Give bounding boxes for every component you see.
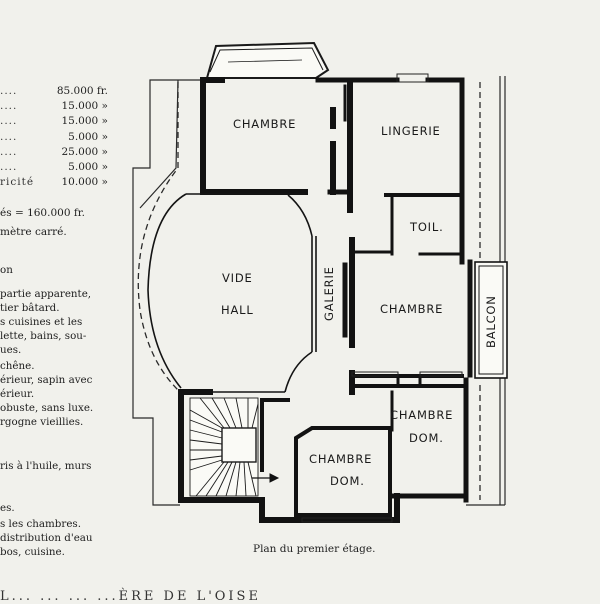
room-label-vide: VIDE	[222, 271, 253, 285]
spec-line: érieur.	[0, 388, 35, 400]
cost-list: ....85.000 fr. ....15.000 » ....15.000 »…	[0, 84, 108, 190]
room-label-chambre: CHAMBRE	[233, 117, 296, 131]
spec-line: chêne.	[0, 360, 35, 372]
spec-line: érieur, sapin avec	[0, 374, 93, 386]
spec-line: ues.	[0, 344, 22, 356]
spec-line: on	[0, 264, 13, 276]
staircase	[189, 397, 259, 497]
room-label-balcon: BALCON	[484, 295, 498, 348]
spec-line: bos, cuisine.	[0, 546, 65, 558]
room-label-galerie: GALERIE	[322, 266, 336, 321]
spec-line: tier bâtard.	[0, 302, 60, 314]
bay-window	[205, 41, 330, 79]
cost-row: ....15.000 »	[0, 115, 108, 128]
room-label-hall: HALL	[221, 303, 254, 317]
windows	[301, 73, 463, 523]
room-label-dom-center: DOM.	[330, 474, 365, 488]
plan-caption: Plan du premier étage.	[253, 543, 376, 555]
dashed-terrace-line	[137, 82, 481, 500]
room-label-chambre-mid: CHAMBRE	[380, 302, 443, 316]
cut-off-heading: L... ... ... ...ÈRE DE L'OISE	[0, 589, 261, 604]
spec-line: distribution d'eau	[0, 532, 93, 544]
room-label-dom-right: DOM.	[409, 431, 444, 445]
room-label-lingerie: LINGERIE	[381, 124, 441, 138]
spec-line: ris à l'huile, murs	[0, 460, 92, 472]
spec-line: rgogne vieillies.	[0, 416, 84, 428]
total-cost: és = 160.000 fr.	[0, 207, 85, 219]
per-square-meter: mètre carré.	[0, 226, 67, 238]
outer-terrace-outline	[132, 76, 506, 506]
cost-row: ....5.000 »	[0, 160, 108, 173]
spec-line: obuste, sans luxe.	[0, 402, 94, 414]
cost-row: ....15.000 »	[0, 100, 108, 113]
spec-line: es.	[0, 502, 15, 514]
stair-arrow	[252, 473, 280, 483]
spec-line: s les chambres.	[0, 518, 81, 530]
cost-row: ....85.000 fr.	[0, 85, 108, 97]
spec-line: lette, bains, sou-	[0, 330, 87, 342]
hall-curve	[147, 193, 317, 393]
room-label-chambre-dom-right: CHAMBRE	[390, 408, 453, 422]
cost-row: ....5.000 »	[0, 130, 108, 143]
balcony	[474, 261, 508, 379]
walls	[178, 77, 473, 523]
spec-line: partie apparente,	[0, 288, 92, 300]
spec-line: s cuisines et les	[0, 316, 83, 328]
room-label-chambre-dom-center: CHAMBRE	[309, 452, 372, 466]
cost-row: ....25.000 »	[0, 145, 108, 158]
room-label-toilette: TOIL.	[409, 220, 444, 234]
